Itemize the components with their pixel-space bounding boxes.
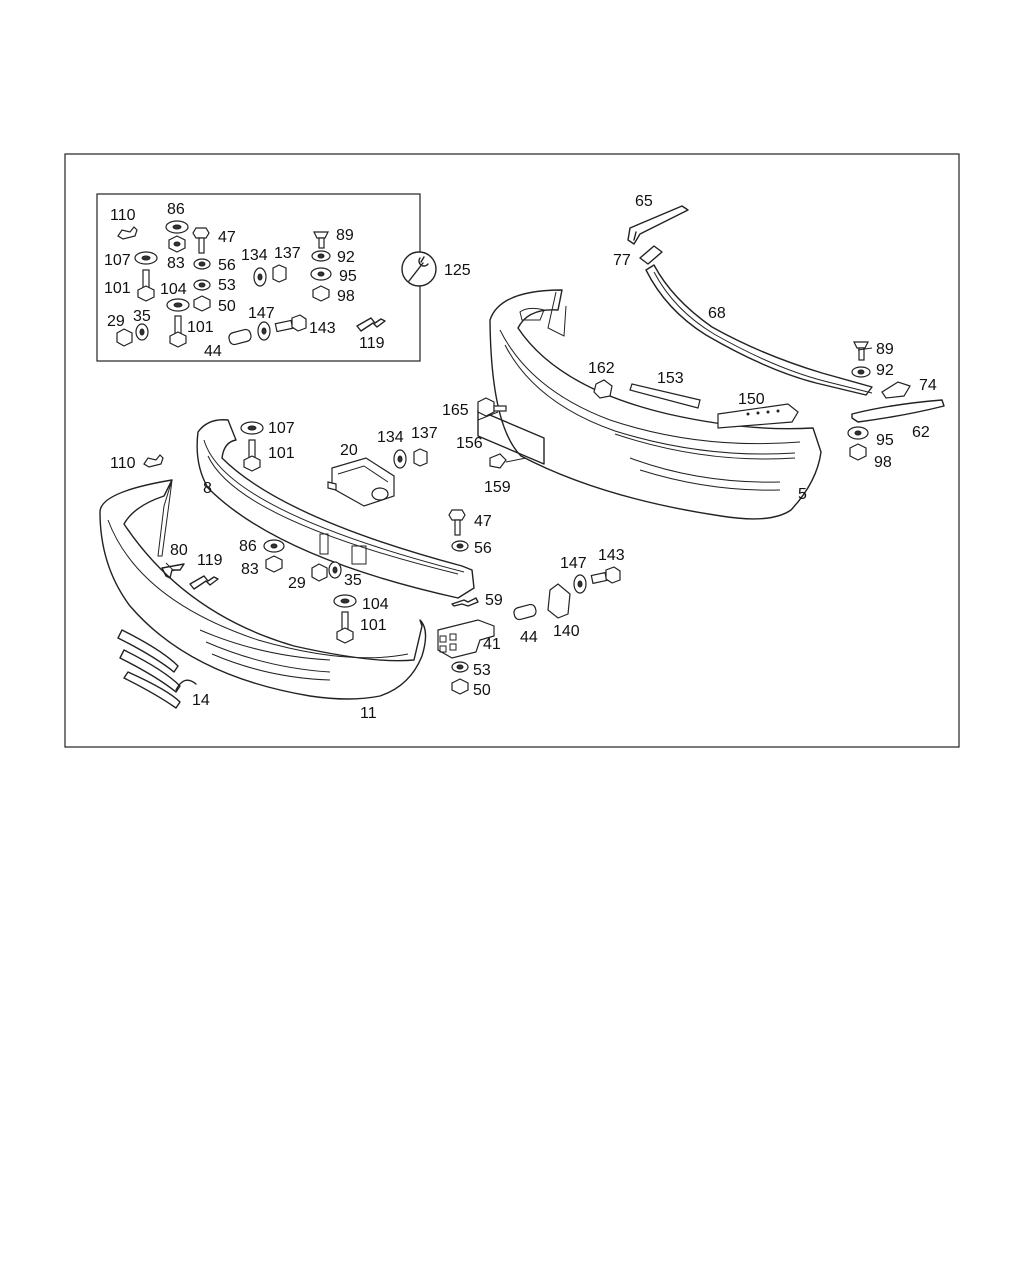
label-14: 14 [192,692,210,709]
label-107a: 107 [104,252,131,269]
label-143a: 143 [309,320,336,337]
bumper-reinforcement [196,419,475,599]
label-50b: 50 [473,682,491,699]
label-8: 8 [203,480,212,497]
license-plate-mount [477,397,545,469]
label-153: 153 [657,370,684,387]
label-134b: 134 [377,429,404,446]
label-140: 140 [553,623,580,640]
label-47b: 47 [474,513,492,530]
label-77: 77 [613,252,631,269]
label-50a: 50 [218,298,236,315]
label-35b: 35 [344,572,362,589]
label-165: 165 [442,402,469,419]
label-29b: 29 [288,575,306,592]
wrench-icon [401,251,437,287]
box-hardware-parts [116,220,386,348]
label-101d: 101 [360,617,387,634]
label-53b: 53 [473,662,491,679]
label-147a: 147 [248,305,275,322]
label-92a: 92 [337,249,355,266]
label-110a: 110 [110,207,136,224]
label-95a: 95 [339,268,357,285]
label-119b: 119 [197,552,223,569]
label-98a: 98 [337,288,355,305]
leader-lines [165,347,873,572]
label-101b: 101 [187,319,214,336]
label-44a: 44 [204,343,222,360]
label-143b: 143 [598,547,625,564]
label-107b: 107 [268,420,295,437]
mounting-hardware [143,454,621,695]
bracket-assembly [327,448,428,507]
label-89a: 89 [336,227,354,244]
label-101c: 101 [268,445,295,462]
label-41: 41 [483,636,501,653]
label-83a: 83 [167,255,185,272]
label-29a: 29 [107,313,125,330]
label-86b: 86 [239,538,257,555]
label-68: 68 [708,305,726,322]
label-92b: 92 [876,362,894,379]
label-134a: 134 [241,247,268,264]
diagram-frame [64,153,960,748]
front-bumper-cover [489,205,945,520]
label-104b: 104 [362,596,389,613]
label-62: 62 [912,424,930,441]
label-83b: 83 [241,561,259,578]
label-35a: 35 [133,308,151,325]
label-119a: 119 [359,335,385,352]
label-137b: 137 [411,425,438,442]
part-number-labels: 110 86 47 107 83 56 134 137 89 92 95 98 … [104,193,937,722]
label-104a: 104 [160,281,187,298]
label-5: 5 [798,486,807,503]
label-101a: 101 [104,280,131,297]
label-74: 74 [919,377,937,394]
label-86a: 86 [167,201,185,218]
label-65: 65 [635,193,653,210]
label-80: 80 [170,542,188,559]
label-156: 156 [456,435,483,452]
label-59: 59 [485,592,503,609]
label-44b: 44 [520,629,538,646]
label-20: 20 [340,442,358,459]
label-147b: 147 [560,555,587,572]
label-150: 150 [738,391,765,408]
label-56b: 56 [474,540,492,557]
label-47a: 47 [218,229,236,246]
label-53a: 53 [218,277,236,294]
label-56a: 56 [218,257,236,274]
label-89b: 89 [876,341,894,358]
lower-bumper-cover [99,479,427,709]
label-110b: 110 [110,455,136,472]
label-125: 125 [444,262,471,279]
label-95b: 95 [876,432,894,449]
label-11: 11 [360,705,377,722]
label-137a: 137 [274,245,301,262]
label-98b: 98 [874,454,892,471]
label-162: 162 [588,360,615,377]
label-159: 159 [484,479,511,496]
